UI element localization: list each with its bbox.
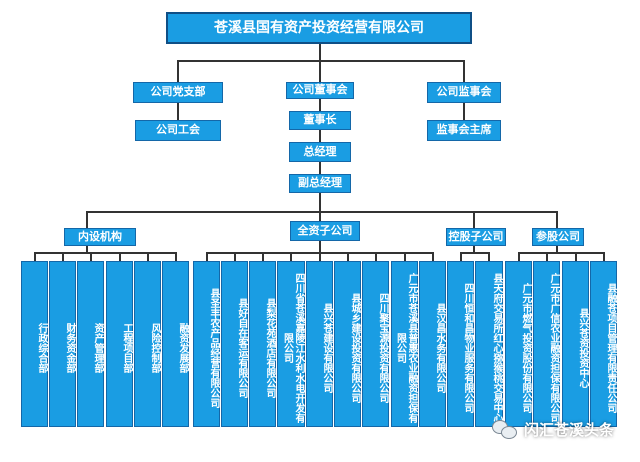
connector-line <box>119 252 121 261</box>
connector-line <box>488 252 490 261</box>
connector-line <box>177 60 465 62</box>
deputy-gm-box: 副总经理 <box>289 174 351 193</box>
connector-line <box>546 252 548 261</box>
connector-line <box>62 252 64 261</box>
chairman-box: 董事长 <box>289 111 351 130</box>
connector-line <box>556 246 558 252</box>
subsidiary-box: 县好自在客运有限公司 <box>221 261 248 427</box>
supervisory-board-box: 公司监事会 <box>427 82 501 103</box>
connector-line <box>518 252 520 261</box>
equity-companies-box: 参股公司 <box>532 228 584 246</box>
connector-line <box>556 211 558 228</box>
connector-line <box>177 103 179 120</box>
supervisory-chair-box: 监事会主席 <box>427 120 501 141</box>
subsidiary-box: 县梨花苑酒店有限公司 <box>249 261 276 427</box>
connector-line <box>375 252 377 261</box>
connector-line <box>463 60 465 82</box>
connector-line <box>319 99 321 111</box>
equity-company-box: 县融苍项目管理有限责任公司 <box>590 261 617 427</box>
connector-line <box>347 252 349 261</box>
dept-risk-control: 风险控制部 <box>134 261 161 427</box>
connector-line <box>319 193 321 211</box>
holding-subsidiaries-box: 控股子公司 <box>446 228 506 246</box>
watermark: 闪汇苍溪头条 <box>492 418 614 440</box>
general-manager-box: 总经理 <box>289 142 351 162</box>
connector-line <box>234 252 236 261</box>
watermark-text: 闪汇苍溪头条 <box>524 420 615 439</box>
union-box: 公司工会 <box>135 120 221 141</box>
connector-line <box>147 252 149 261</box>
connector-line <box>319 252 321 261</box>
dept-admin: 行政综合部 <box>21 261 48 427</box>
connector-line <box>603 252 605 261</box>
subsidiary-box: 四川聚宝源投资有限公司 <box>362 261 389 427</box>
connector-line <box>175 252 177 261</box>
subsidiary-box: 县兴苍建设有限公司 <box>306 261 333 427</box>
connector-line <box>319 44 321 60</box>
wechat-icon <box>492 418 518 440</box>
equity-company-box: 广元市燃气投资股份有限公司 <box>505 261 532 427</box>
connector-line <box>432 252 434 261</box>
company-title: 苍溪县国有资产投资经营有限公司 <box>166 12 472 44</box>
connector-line <box>262 252 264 261</box>
connector-line <box>518 252 604 254</box>
internal-departments-box: 内设机构 <box>64 228 136 246</box>
connector-line <box>86 246 88 252</box>
connector-line <box>319 241 321 252</box>
connector-line <box>404 252 406 261</box>
holding-subsidiary-box: 县天府交易所红心猕猴桃交易中心 <box>475 261 503 427</box>
connector-line <box>90 252 92 261</box>
connector-line <box>319 60 321 82</box>
connector-line <box>460 252 462 261</box>
dept-engineering: 工程项目部 <box>106 261 133 427</box>
subsidiary-box: 县圣丰农产品经营有限公司 <box>193 261 220 427</box>
connector-line <box>319 211 321 221</box>
connector-line <box>177 60 179 82</box>
subsidiary-box: 广元市苍溪县普惠农业融资担保有限公司 <box>391 261 418 427</box>
connector-line <box>86 211 88 228</box>
wholly-owned-box: 全资子公司 <box>290 221 360 241</box>
dept-financing: 融资发展部 <box>162 261 189 427</box>
connector-line <box>290 252 292 261</box>
connector-line <box>206 252 208 261</box>
connector-line <box>463 103 465 120</box>
connector-line <box>34 252 36 261</box>
subsidiary-box: 四川省苍溪嘉陵江水利水电开发有限公司 <box>277 261 305 427</box>
subsidiary-box: 县汉昌水务有限公司 <box>419 261 446 427</box>
equity-company-box: 广元市广信农业融资担保有限公司 <box>533 261 560 427</box>
connector-line <box>460 252 490 254</box>
dept-finance: 财务资金部 <box>49 261 76 427</box>
connector-line <box>86 211 558 213</box>
holding-subsidiary-box: 四川恒和昌物业服务有限公司 <box>447 261 474 427</box>
subsidiary-box: 县城乡建设投资有限公司 <box>334 261 361 427</box>
party-branch-box: 公司党支部 <box>133 82 223 103</box>
connector-line <box>473 211 475 228</box>
connector-line <box>473 246 475 252</box>
connector-line <box>319 130 321 142</box>
connector-line <box>575 252 577 261</box>
connector-line <box>34 252 177 254</box>
dept-asset-management: 资产管理部 <box>77 261 104 427</box>
board-box: 公司董事会 <box>286 82 354 99</box>
connector-line <box>319 162 321 174</box>
equity-company-box: 县兴苍资投资中心 <box>562 261 589 427</box>
